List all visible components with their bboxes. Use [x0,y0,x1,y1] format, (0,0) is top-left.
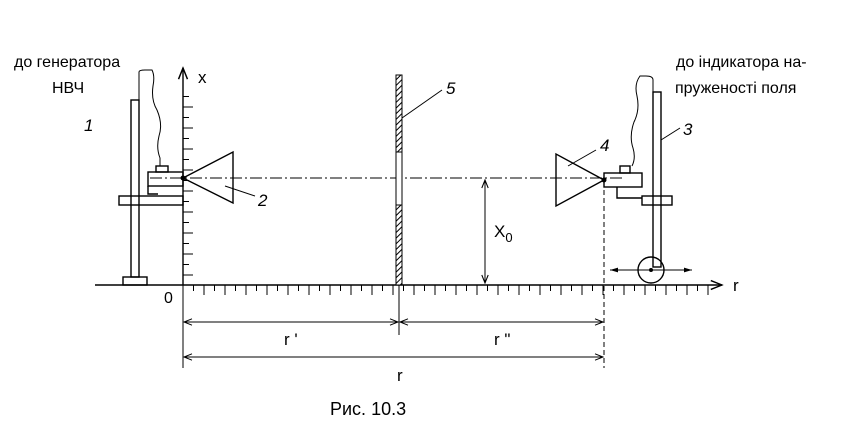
label-horn-2: 2 [257,191,268,210]
indicator-cable [630,75,654,167]
label-stand-1: 1 [84,116,93,135]
figure-caption: Рис. 10.3 [330,399,406,419]
x0-label: X0 [494,222,513,245]
indicator-label-line2: пруженості поля [675,80,796,97]
x-axis-label: x [198,68,207,87]
right-stand [603,91,692,284]
generator-label-line1: до генератора [14,54,120,71]
r-axis-ticks [182,285,709,295]
indicator-label-line1: до індикатора на- [676,54,807,71]
r-double-prime-label: r " [494,330,510,349]
generator-cable [138,69,162,166]
r-total-label: r [397,366,403,385]
r-prime-label: r ' [284,330,298,349]
r-axis-label: r [733,276,739,295]
label-horn-4: 4 [600,136,609,155]
x-axis-ticks [183,96,193,276]
label-stand-3: 3 [683,120,693,139]
origin-label: 0 [164,290,173,307]
screen-plate [395,74,443,286]
label-screen-5: 5 [446,79,456,98]
left-stand [118,99,184,286]
x0-label-sub: 0 [505,230,512,245]
x0-label-main: X [494,222,505,241]
generator-label-line2: НВЧ [52,80,84,97]
